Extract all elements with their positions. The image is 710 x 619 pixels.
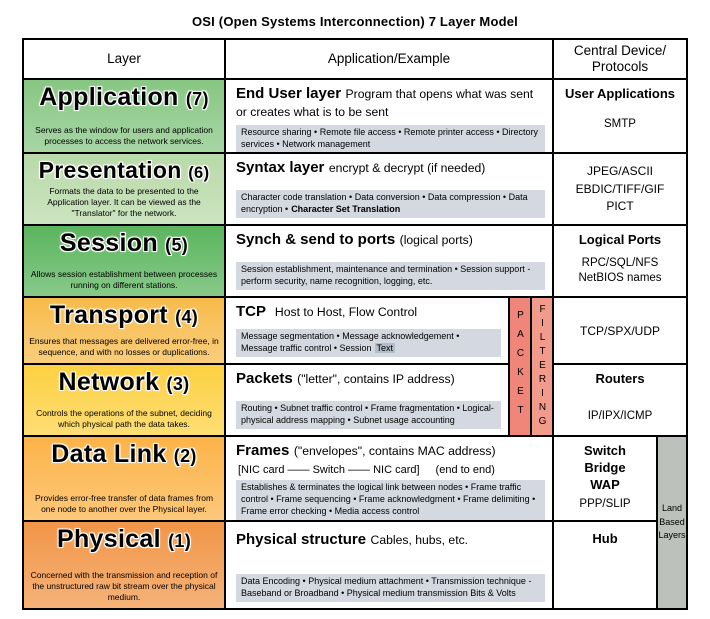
header-layer: Layer (24, 40, 224, 78)
central-bold-session: Logical Ports (578, 232, 662, 247)
layer-name-network: Network (3) (58, 368, 190, 396)
example-cell-application: End User layer Program that opens what w… (226, 80, 552, 152)
layer-description-network: Controls the operations of the subnet, d… (36, 408, 212, 430)
central-bold-physical: Hub (592, 531, 618, 546)
osi-table: Layer Application/Example Central Device… (22, 38, 688, 610)
header-example: Application/Example (226, 40, 552, 78)
layer-name-physical: Physical (1) (56, 525, 191, 553)
layer-name-session: Session (5) (59, 229, 189, 257)
example-heading-transport: TCP Host to Host, Flow Control (236, 303, 418, 320)
example-details-data-link: Establishes & terminates the logical lin… (236, 480, 545, 520)
example-cell-data-link: Frames ("envelopes", contains MAC addres… (226, 437, 552, 520)
central-bold-network: Routers (595, 371, 645, 386)
central-normal-presentation: JPEG/ASCII EBDIC/TIFF/GIF PICT (575, 164, 665, 214)
central-normal-transport: TCP/SPX/UDP (579, 323, 660, 338)
central-cell-session: Logical Ports RPC/SQL/NFS NetBIOS names (554, 226, 686, 296)
layer-name-transport: Transport (4) (49, 301, 199, 329)
layer-name-data-link: Data Link (2) (51, 440, 197, 468)
central-normal-session: RPC/SQL/NFS NetBIOS names (578, 256, 662, 285)
layer-cell-session: Session (5) Allows session establishment… (24, 226, 224, 296)
example-cell-session: Synch & send to ports (logical ports) Se… (226, 226, 552, 296)
example-heading-presentation: Syntax layer encrypt & decrypt (if neede… (236, 159, 486, 176)
layer-description-session: Allows session establishment between pro… (30, 269, 218, 291)
layer-cell-data-link: Data Link (2) Provides error-free transf… (24, 437, 224, 520)
example-heading-physical: Physical structure Cables, hubs, etc. (236, 531, 469, 548)
layer-cell-application: Application (7) Serves as the window for… (24, 80, 224, 152)
central-cell-network: Routers IP/IPX/ICMP (554, 365, 686, 435)
central-normal-data-link: PPP/SLIP (579, 497, 631, 510)
central-normal-application: SMTP (604, 118, 636, 131)
central-bold-application: User Applications (564, 86, 676, 101)
highlighted-text: Text (374, 343, 396, 354)
example-cell-transport: TCP Host to Host, Flow Control Message s… (226, 298, 508, 363)
example-cell-physical: Physical structure Cables, hubs, etc. Da… (226, 522, 552, 608)
layer-cell-physical: Physical (1) Concerned with the transmis… (24, 522, 224, 608)
central-cell-data-link: Switch Bridge WAP PPP/SLIP (554, 437, 656, 520)
central-cell-presentation: JPEG/ASCII EBDIC/TIFF/GIF PICT (554, 154, 686, 224)
layer-description-application: Serves as the window for users and appli… (35, 125, 213, 147)
example-cell-network: Packets ("letter", contains IP address) … (226, 365, 508, 435)
packet-strip: PACKET (510, 298, 530, 435)
example-heading-application: End User layer Program that opens what w… (236, 85, 534, 120)
header-central: Central Device/ Protocols (554, 40, 686, 78)
layer-description-presentation: Formats the data to be presented to the … (47, 186, 201, 219)
central-cell-physical: Hub (554, 522, 656, 608)
filtering-strip: FILTERING (532, 298, 552, 435)
example-heading-network: Packets ("letter", contains IP address) (236, 370, 455, 387)
example-cell-presentation: Syntax layer encrypt & decrypt (if neede… (226, 154, 552, 224)
example-details-transport: Message segmentation • Message acknowled… (236, 329, 501, 357)
layer-cell-network: Network (3) Controls the operations of t… (24, 365, 224, 435)
layer-name-application: Application (7) (39, 83, 209, 111)
central-normal-network: IP/IPX/ICMP (587, 410, 653, 423)
central-cell-application: User Applications SMTP (554, 80, 686, 152)
central-cell-transport: TCP/SPX/UDP (554, 298, 686, 363)
example-details-network: Routing • Subnet traffic control • Frame… (236, 401, 501, 429)
layer-cell-transport: Transport (4) Ensures that messages are … (24, 298, 224, 363)
layer-name-presentation: Presentation (6) (38, 157, 210, 183)
example-details-application: Resource sharing • Remote file access • … (236, 124, 545, 152)
filtering-strip-label: FILTERING (537, 303, 548, 430)
example-nic-line: [NIC card —— Switch —— NIC card](end to … (238, 464, 495, 477)
example-details-physical: Data Encoding • Physical medium attachme… (236, 574, 545, 602)
layer-description-data-link: Provides error-free transfer of data fra… (34, 493, 214, 515)
layer-description-physical: Concerned with the transmission and rece… (30, 570, 218, 603)
layer-cell-presentation: Presentation (6) Formats the data to be … (24, 154, 224, 224)
packet-strip-label: PACKET (515, 309, 526, 424)
example-details-presentation: Character code translation • Data conver… (236, 190, 545, 218)
page-title: OSI (Open Systems Interconnection) 7 Lay… (191, 14, 518, 29)
land-based-layers-strip: Land Based Layers (658, 437, 686, 608)
example-details-session: Session establishment, maintenance and t… (236, 262, 545, 290)
central-bold-data-link: Switch Bridge WAP (584, 443, 626, 492)
example-heading-session: Synch & send to ports (logical ports) (236, 231, 473, 248)
example-heading-data-link: Frames ("envelopes", contains MAC addres… (236, 442, 496, 459)
layer-description-transport: Ensures that messages are delivered erro… (29, 336, 219, 358)
